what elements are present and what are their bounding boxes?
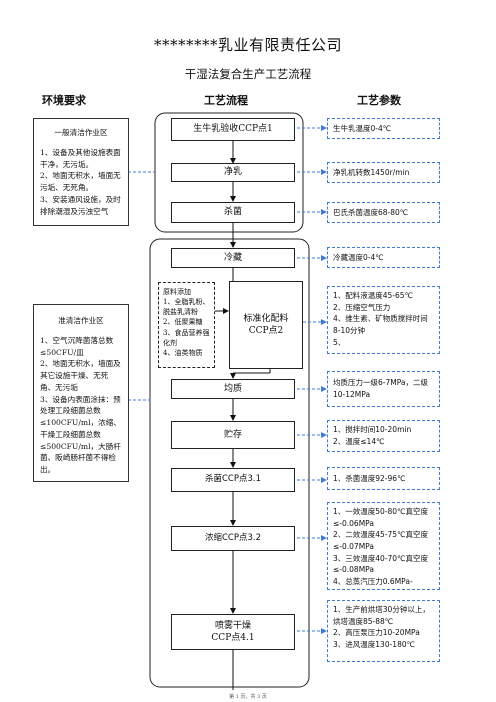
param-spray-dry: 1、生产前烘塔30分钟以上，烘塔温度85-88℃ 2、高压泵压力10-20MPa…	[327, 600, 440, 662]
step-sterilize-1: 杀菌	[171, 202, 295, 223]
general-zone-title: 一般清洁作业区	[54, 128, 108, 137]
step-cold-storage: 冷藏	[171, 248, 295, 268]
process-subtitle: 干湿法复合生产工艺流程	[184, 67, 312, 81]
param-sterilize-1: 巴氏杀菌温度68-80℃	[327, 202, 440, 223]
clean-zone-box: 准清洁作业区 1、空气沉降菌落总数≤50CFU/皿 2、地面无积水，墙面及其它设…	[33, 304, 129, 482]
process-header: 工艺流程	[204, 94, 248, 107]
param-purify: 净乳机转数1450r/min	[327, 162, 440, 183]
params-header: 工艺参数	[357, 94, 401, 107]
clean-zone-body: 1、空气沉降菌落总数≤50CFU/皿 2、地面无积水，墙面及其它设施干燥、无死角…	[40, 335, 121, 475]
step-homogenize: 均质	[171, 379, 295, 399]
general-zone-body: 1、设备及其他设施表面干净，无污垢。 2、地面无积水，墙面无污垢、无死角。 3、…	[40, 147, 121, 216]
param-cold: 冷藏温度0-4℃	[327, 247, 440, 268]
param-sterilize-2: 1、杀菌温度92-96℃	[327, 467, 440, 490]
step-purify: 净乳	[171, 163, 295, 182]
step-sterilize-ccp31: 杀菌CCP点3.1	[171, 468, 295, 492]
page-footer: 第 1 页，共 3 页	[229, 694, 267, 700]
param-receive: 生牛乳温度0-4℃	[327, 118, 440, 139]
additives-box: 原料添加 1、全脂乳粉、脱盐乳清粉 2、低聚果糖 3、食品营养强化剂 4、油类物…	[158, 282, 215, 368]
step-standardize: 标准化配料 CCP点2	[229, 281, 303, 369]
step-raw-milk-receive: 生牛乳验收CCP点1	[171, 118, 295, 141]
step-spray-dry-ccp41: 喷雾干燥 CCP点4.1	[171, 614, 295, 650]
general-zone-box: 一般清洁作业区 1、设备及其他设施表面干净，无污垢。 2、地面无积水，墙面无污垢…	[33, 118, 129, 226]
company-title: ********乳业有限责任公司	[153, 36, 342, 54]
step-storage: 贮存	[171, 421, 295, 449]
param-standardize: 1、配料液温度45-65℃ 2、压缩空气压力 4、维生素、矿物质搅拌时间8-10…	[327, 286, 440, 354]
param-storage: 1、搅拌时间10-20min 2、温度≤14℃	[327, 420, 440, 452]
step-concentrate-ccp32: 浓缩CCP点3.2	[171, 526, 295, 551]
clean-zone-frame	[149, 238, 310, 688]
param-homogenize: 均质压力一级6-7MPa，二级10-12MPa	[327, 371, 440, 407]
clean-zone-title: 准清洁作业区	[58, 316, 104, 325]
env-header: 环境要求	[42, 94, 86, 107]
param-concentrate: 1、一效温度50-80℃真空度≤-0.06MPa 2、二效温度45-75℃真空度…	[327, 502, 440, 590]
